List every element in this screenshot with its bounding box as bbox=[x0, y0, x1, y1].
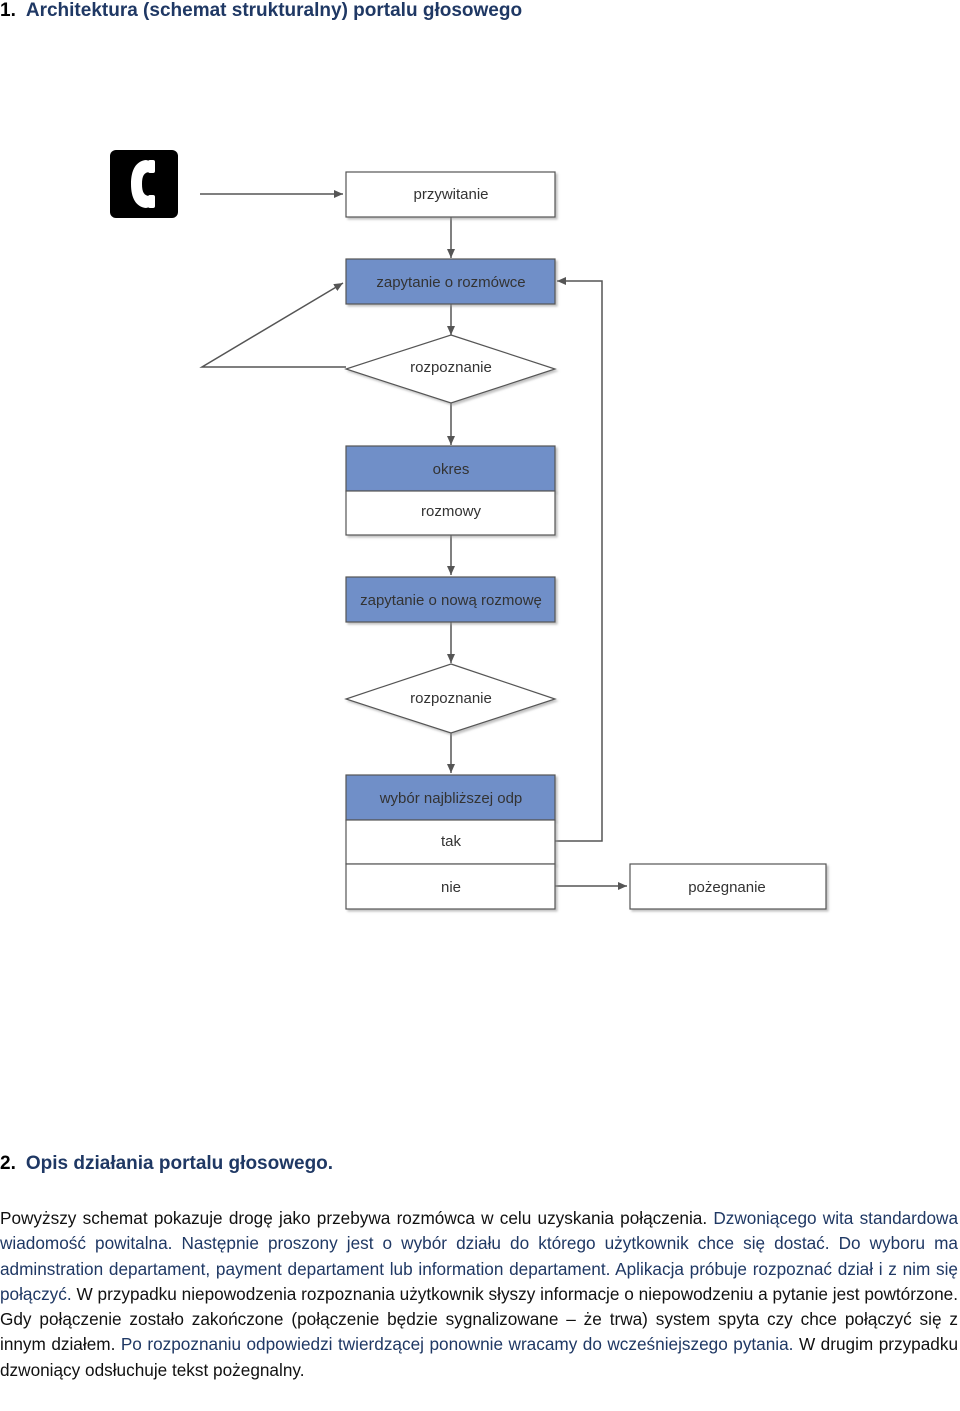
arrow-retry-loop bbox=[199, 282, 346, 368]
node-greeting: przywitanie bbox=[345, 171, 556, 218]
node-yes-label: tak bbox=[441, 833, 462, 850]
description-paragraph: Powyższy schemat pokazuje drogę jako prz… bbox=[0, 1206, 958, 1383]
paragraph-sentence-5: Po rozpoznaniu odpowiedzi twierdzącej po… bbox=[120, 1334, 799, 1355]
connectors bbox=[199, 190, 627, 890]
section-2-title: Opis działania portalu głosowego. bbox=[25, 1153, 334, 1174]
node-ask-caller: zapytanie o rozmówce bbox=[345, 258, 556, 305]
section-1-title: Architektura (schemat strukturalny) port… bbox=[25, 0, 523, 21]
node-ask-caller-label: zapytanie o rozmówce bbox=[376, 274, 525, 291]
node-ask-new-call-label: zapytanie o nową rozmowę bbox=[360, 592, 542, 609]
paragraph-sentence-3: W przypadku niepowodzenia rozpoznania uż… bbox=[76, 1283, 959, 1304]
node-choose-answer-label: wybór najbliższej odp bbox=[379, 790, 523, 807]
node-ask-new-call: zapytanie o nową rozmowę bbox=[345, 576, 556, 623]
arrow-yes-loop-back bbox=[555, 277, 603, 842]
section-2-heading: 2. Opis działania portalu głosowego. bbox=[0, 1153, 333, 1175]
node-choose-answer: wybór najbliższej odp tak nie bbox=[345, 774, 556, 910]
node-call-period: okres rozmowy bbox=[345, 445, 556, 536]
paragraph-sentence-2: Dzwoniącego wita standardowa wiadomość p… bbox=[0, 1208, 958, 1304]
node-goodbye: pożegnanie bbox=[629, 863, 827, 910]
node-recognition-1-label: rozpoznanie bbox=[410, 359, 492, 376]
section-2-number: 2. bbox=[0, 1153, 16, 1174]
node-call-label: rozmowy bbox=[421, 503, 482, 520]
node-period-label: okres bbox=[433, 461, 470, 478]
node-no-label: nie bbox=[441, 879, 461, 896]
node-recognition-2: rozpoznanie bbox=[344, 663, 557, 734]
flow-diagram: przywitanie zapytanie o rozmówce rozpozn… bbox=[110, 150, 827, 910]
paragraph-sentence-6: W drugim przypadku dzwoniący odsłuchuje … bbox=[0, 1334, 958, 1380]
node-recognition-2-label: rozpoznanie bbox=[410, 690, 492, 707]
node-recognition-1: rozpoznanie bbox=[344, 334, 557, 404]
node-goodbye-label: pożegnanie bbox=[688, 879, 766, 896]
section-1-heading: 1. Architektura (schemat strukturalny) po… bbox=[0, 0, 522, 22]
phone-icon bbox=[110, 150, 178, 218]
paragraph-sentence-4: Gdy połączenie zostało zakończone (połąc… bbox=[0, 1309, 958, 1355]
section-1-number: 1. bbox=[0, 0, 16, 21]
node-greeting-label: przywitanie bbox=[413, 186, 488, 203]
paragraph-sentence-1: Powyższy schemat pokazuje drogę jako prz… bbox=[0, 1208, 714, 1228]
